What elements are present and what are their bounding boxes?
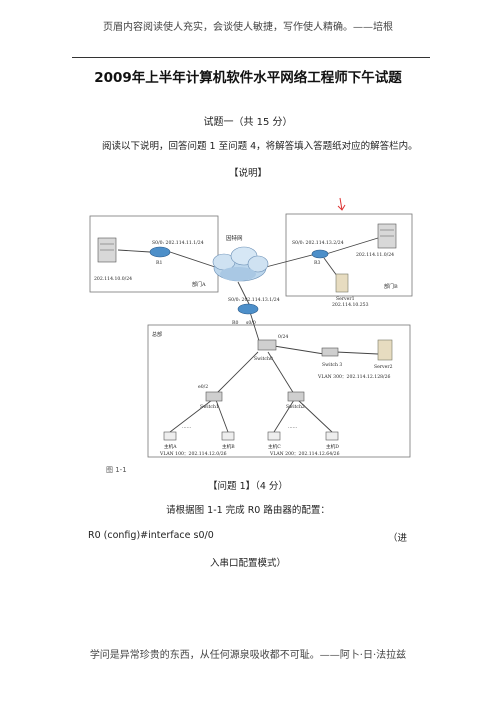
host-a-icon — [163, 431, 177, 441]
host-c-label: 主机C — [268, 443, 281, 450]
vlan100-label: VLAN 100：202.114.12.0/26 — [159, 451, 227, 457]
server1-icon — [335, 273, 349, 293]
host-b-label: 主机B — [222, 443, 235, 450]
switch0-label: Switch0 — [254, 356, 273, 362]
config-note-cont: 入串口配置模式） — [209, 558, 286, 569]
document-title: 2009年上半年计算机软件水平网络工程师下午试题 — [94, 70, 402, 86]
host-d-icon — [325, 431, 339, 441]
r3-label: R3 — [314, 260, 320, 266]
hq-box — [147, 324, 411, 458]
instruction-text: 请根据图 1-1 完成 R0 路由器的配置： — [166, 505, 330, 516]
header-divider — [72, 57, 430, 58]
page-header: 页眉内容阅读使人充实，会谈使人敏捷，写作使人精确。——培根 — [103, 22, 393, 33]
vlan300-label: VLAN 300：202.114.12.128/26 — [317, 374, 391, 380]
switch1-icon — [205, 391, 223, 402]
vlan200-dots: …… — [288, 425, 298, 430]
server2-icon — [377, 339, 393, 361]
dept-a-network: 202.114.10.0/24 — [94, 276, 132, 282]
page-footer: 学问是异常珍贵的东西，从任何源泉吸收都不可耻。——阿卜·日·法拉兹 — [89, 650, 407, 661]
config-note-open: （进 — [388, 533, 408, 544]
network-links — [117, 237, 379, 433]
dept-a-box — [89, 215, 219, 293]
question-heading: 试题一（共 15 分） — [203, 117, 293, 128]
vlan200-label: VLAN 200：202.114.12.64/26 — [269, 451, 340, 457]
switch3-icon — [321, 347, 339, 357]
switch2-label: Switch2 — [286, 404, 305, 410]
server1-ip: 202.114.10.253 — [332, 302, 369, 308]
red-arrow-icon — [337, 197, 346, 211]
dept-b-label: 部门B — [384, 283, 398, 290]
r1-link-label: S0/0: 202.114.11.1/24 — [152, 240, 204, 246]
internet-label: 因特网 — [226, 234, 243, 242]
r3-link-label: S0/0: 202.114.13.2/24 — [292, 240, 344, 246]
switch0-link-label: 0/24 — [278, 334, 288, 340]
dept-b-server-icon — [377, 223, 397, 249]
internet-cloud-icon — [212, 246, 269, 282]
dept-b-network: 202.114.11.0/24 — [356, 252, 394, 258]
router-r3-icon — [311, 249, 329, 259]
figure-caption: 图 1-1 — [106, 466, 127, 474]
dept-a-label: 部门A — [192, 281, 206, 288]
switch2-icon — [287, 391, 305, 402]
r0-label: R0 — [232, 320, 238, 326]
vlan100-dots: …… — [182, 425, 192, 430]
r1-label: R1 — [156, 260, 162, 266]
hq-label: 总部 — [152, 331, 162, 338]
router-r0-icon — [237, 303, 259, 315]
explanation-label: 【说明】 — [228, 168, 267, 179]
switch0-icon — [257, 339, 277, 351]
dept-a-server-icon — [97, 237, 117, 263]
host-d-label: 主机D — [326, 443, 339, 450]
intro-text: 阅读以下说明，回答问题 1 至问题 4，将解答填入答题纸对应的解答栏内。 — [102, 141, 418, 152]
host-c-icon — [267, 431, 281, 441]
question1-heading: 【问题 1】（4 分） — [208, 481, 288, 492]
r0-s0-label: s0/0 — [246, 320, 256, 326]
router-r1-icon — [149, 246, 171, 258]
config-command: R0 (config)#interface s0/0 — [88, 530, 214, 541]
r0-link-label: S0/0: 202.114.13.1/24 — [228, 297, 280, 303]
host-b-icon — [221, 431, 235, 441]
switch1-label: Switch1 — [200, 404, 219, 410]
host-a-label: 主机A — [164, 443, 177, 450]
dept-b-box — [285, 213, 413, 297]
server1-label: Server1 — [336, 296, 355, 302]
server2-label: Server2 — [374, 364, 393, 370]
network-topology-diagram: 因特网 S0/0: 202.114.11 — [89, 197, 413, 458]
switch1-port-label: e0/2 — [198, 384, 208, 390]
switch3-label: Switch 3 — [322, 362, 342, 368]
